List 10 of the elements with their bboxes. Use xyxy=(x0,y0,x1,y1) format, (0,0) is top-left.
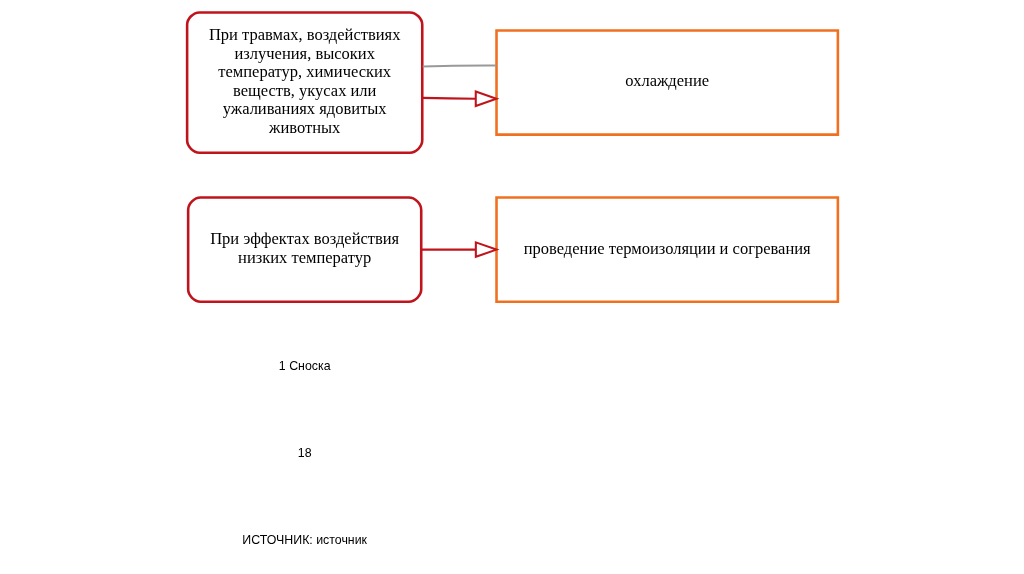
node-box: При эффектах воздействия низких температур xyxy=(186,196,423,303)
connector xyxy=(422,64,496,68)
label: 18 xyxy=(297,446,312,461)
arrow xyxy=(420,240,500,259)
node-box: охлаждение xyxy=(494,29,839,136)
node-box: При травмах, воздействиях излучения, высоких температур, химических веществ, укусах или ужаливаниях ядовитых животных xyxy=(185,11,424,154)
label: 1 Сноска xyxy=(278,359,331,374)
label: ИСТОЧНИК: источник xyxy=(241,532,367,547)
arrow xyxy=(422,90,499,108)
node-box: проведение термоизоляции и согревания xyxy=(494,196,839,303)
